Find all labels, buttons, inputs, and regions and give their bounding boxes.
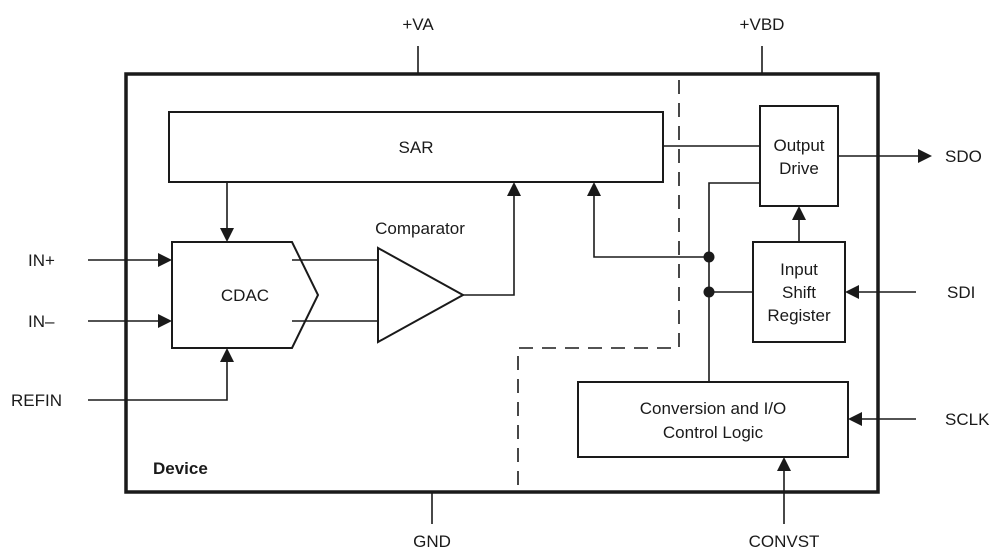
control-bus-wire xyxy=(708,182,760,382)
output-drive-label-line2: Drive xyxy=(779,159,819,178)
output-drive-label-line1: Output xyxy=(773,136,824,155)
sdi-arrow xyxy=(845,285,859,299)
sar-label: SAR xyxy=(399,138,434,157)
control-logic-label-line2: Control Logic xyxy=(663,423,764,442)
convst-pin-label: CONVST xyxy=(749,532,820,551)
control-to-sar-arrow xyxy=(587,182,601,196)
isr-to-output-arrow xyxy=(792,206,806,220)
sdo-pin-label: SDO xyxy=(945,147,982,166)
comparator-to-sar-wire xyxy=(463,196,515,296)
isr-label-line2: Shift xyxy=(782,283,816,302)
cdac-label: CDAC xyxy=(221,286,269,305)
refin-wire xyxy=(88,362,228,401)
device-frame xyxy=(124,72,880,494)
comparator-block xyxy=(377,246,466,344)
comparator-label: Comparator xyxy=(375,219,465,238)
refin-pin-label: REFIN xyxy=(11,391,62,410)
output-drive-block xyxy=(759,105,839,207)
comparator-to-sar-arrow xyxy=(507,182,521,196)
in-plus-pin-label: IN+ xyxy=(28,251,55,270)
control-to-sar-wire xyxy=(593,196,709,258)
sclk-pin-label: SCLK xyxy=(945,410,990,429)
vbd-pin-label: +VBD xyxy=(740,15,785,34)
in-plus-arrow xyxy=(158,253,172,267)
power-domain-separator xyxy=(517,80,680,492)
device-label: Device xyxy=(153,459,208,478)
sar-to-cdac-arrow xyxy=(220,228,234,242)
junction-dot-sar xyxy=(703,251,715,263)
gnd-pin-label: GND xyxy=(413,532,451,551)
refin-arrow xyxy=(220,348,234,362)
control-logic-label-line1: Conversion and I/O xyxy=(640,399,786,418)
sdo-arrow xyxy=(918,149,932,163)
input-shift-register-block xyxy=(752,241,846,343)
control-logic-block xyxy=(577,381,849,458)
isr-label-line1: Input xyxy=(780,260,818,279)
isr-label-line3: Register xyxy=(767,306,831,325)
sclk-arrow xyxy=(848,412,862,426)
in-minus-pin-label: IN– xyxy=(28,312,55,331)
sdi-pin-label: SDI xyxy=(947,283,975,302)
sar-block xyxy=(168,111,664,183)
in-minus-arrow xyxy=(158,314,172,328)
va-pin-label: +VA xyxy=(402,15,434,34)
convst-arrow xyxy=(777,457,791,471)
